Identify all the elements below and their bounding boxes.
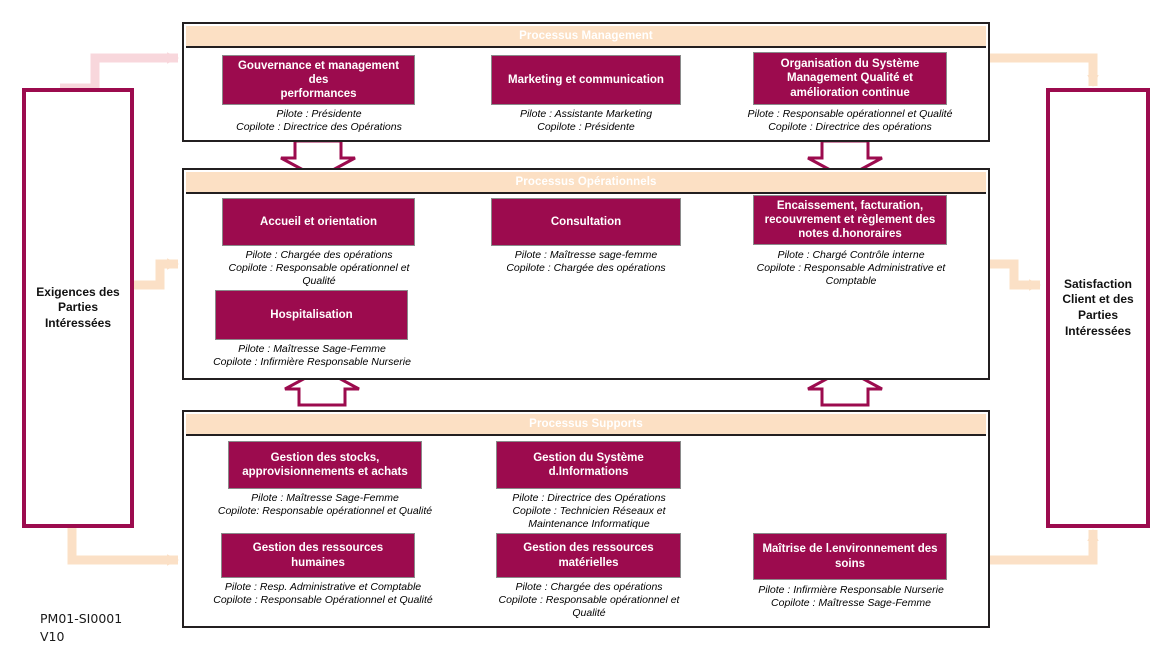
pilote-marketing: Pilote : Assistante Marketing	[519, 108, 653, 120]
copilote-osmq: Copilote : Directrice des opérations	[768, 121, 932, 134]
pilote-encaissement: Pilote : Chargé Contrôle interne	[777, 249, 925, 261]
pilote-rh: Pilote : Resp. Administrative et Comptab…	[224, 581, 422, 593]
caption-rh: Pilote : Resp. Administrative et Comptab…	[212, 581, 434, 607]
copilote-rh: Copilote : Responsable Opérationnel et Q…	[213, 594, 433, 607]
flow-arrow-supports-to-right	[988, 529, 1099, 565]
caption-osmq: Pilote : Responsable opérationnel et Qua…	[730, 108, 970, 134]
flow-arrow-left-to-management	[60, 52, 179, 93]
process-box-stocks[interactable]: Gestion des stocks, approvisionnements e…	[228, 441, 422, 489]
panel-title-management: Processus Management	[519, 30, 653, 42]
exigences-line-3: Intéressées	[44, 315, 112, 330]
pilote-environnement-soins: Pilote : Infirmière Responsable Nurserie	[758, 584, 944, 596]
flow-arrow-left-to-operationnels	[132, 258, 179, 290]
process-title-osmq: Organisation du Système Management Quali…	[780, 58, 920, 99]
panel-title-operationnels: Processus Opérationnels	[515, 176, 657, 188]
caption-systeme-info: Pilote : Directrice des Opérations Copil…	[489, 492, 689, 531]
process-title-hospitalisation: Hospitalisation	[270, 308, 353, 321]
copilote-consultation: Copilote : Chargée des opérations	[506, 262, 666, 275]
copilote-hospitalisation: Copilote : Infirmière Responsable Nurser…	[213, 356, 411, 369]
exigences-label: Exigences des Parties Intéressées	[36, 285, 119, 332]
pilote-stocks: Pilote : Maîtresse Sage-Femme	[251, 492, 399, 504]
panel-header-management: Processus Management	[186, 26, 986, 48]
copilote-systeme-info: Copilote : Technicien Réseaux et Mainten…	[512, 505, 666, 531]
document-reference: PM01-SI0001 V10	[40, 610, 122, 646]
pilote-hospitalisation: Pilote : Maîtresse Sage-Femme	[238, 343, 386, 355]
copilote-accueil: Copilote : Responsable opérationnel et Q…	[228, 262, 410, 288]
caption-encaissement: Pilote : Chargé Contrôle interne Copilot…	[742, 249, 960, 288]
exigences-line-1: Exigences des	[36, 284, 120, 299]
flow-arrow-left-to-supports	[67, 528, 179, 566]
process-box-ressources-materielles[interactable]: Gestion des ressources matérielles	[496, 533, 681, 578]
caption-hospitalisation: Pilote : Maîtresse Sage-Femme Copilote :…	[212, 343, 412, 369]
caption-gouvernance: Pilote : Présidente Copilote : Directric…	[200, 108, 438, 134]
satisfaction-client-box: Satisfaction Client et des Parties Intér…	[1046, 88, 1150, 528]
copilote-ressources-materielles: Copilote : Responsable opérationnel et Q…	[498, 594, 680, 620]
process-box-environnement-soins[interactable]: Maîtrise de l.environnement des soins	[753, 533, 947, 580]
panel-header-operationnels: Processus Opérationnels	[186, 172, 986, 194]
panel-header-supports: Processus Supports	[186, 414, 986, 436]
exigences-parties-interessees-box: Exigences des Parties Intéressées	[22, 88, 134, 528]
process-title-accueil: Accueil et orientation	[260, 215, 377, 228]
process-title-consultation: Consultation	[550, 215, 622, 228]
pilote-gouvernance: Pilote : Présidente	[276, 108, 362, 120]
satisfaction-line-1: Satisfaction	[1063, 276, 1132, 291]
process-box-accueil[interactable]: Accueil et orientation	[222, 198, 415, 246]
pilote-osmq: Pilote : Responsable opérationnel et Qua…	[747, 108, 953, 120]
copilote-stocks: Copilote: Responsable opérationnel et Qu…	[217, 505, 433, 518]
process-title-rh: Gestion des ressources humaines	[252, 542, 384, 569]
caption-stocks: Pilote : Maîtresse Sage-Femme Copilote: …	[214, 492, 436, 518]
panel-title-supports: Processus Supports	[529, 418, 643, 430]
copilote-marketing: Copilote : Présidente	[537, 121, 635, 134]
document-reference-code: PM01-SI0001	[40, 611, 123, 626]
caption-marketing: Pilote : Assistante Marketing Copilote :…	[486, 108, 686, 134]
process-title-marketing: Marketing et communication	[508, 73, 664, 86]
process-box-consultation[interactable]: Consultation	[491, 198, 681, 246]
flow-arrow-operationnels-to-right	[988, 259, 1041, 291]
process-title-stocks: Gestion des stocks, approvisionnements e…	[242, 451, 408, 478]
exigences-line-2: Parties	[57, 300, 98, 315]
flow-arrow-management-to-right	[986, 53, 1099, 87]
process-title-systeme-info: Gestion du Système d.Informations	[533, 451, 644, 478]
process-title-environnement-soins: Maîtrise de l.environnement des soins	[762, 543, 938, 570]
caption-consultation: Pilote : Maîtresse sage-femme Copilote :…	[486, 249, 686, 275]
process-box-systeme-info[interactable]: Gestion du Système d.Informations	[496, 441, 681, 489]
copilote-environnement-soins: Copilote : Maîtresse Sage-Femme	[771, 597, 931, 610]
pilote-systeme-info: Pilote : Directrice des Opérations	[512, 492, 666, 504]
caption-accueil: Pilote : Chargée des opérations Copilote…	[215, 249, 423, 288]
process-title-encaissement: Encaissement, facturation, recouvrement …	[764, 199, 936, 240]
copilote-gouvernance: Copilote : Directrice des Opérations	[236, 121, 402, 134]
process-box-osmq[interactable]: Organisation du Système Management Quali…	[753, 52, 947, 105]
document-version: V10	[40, 629, 65, 645]
process-box-gouvernance[interactable]: Gouvernance et management des performanc…	[222, 55, 415, 105]
caption-environnement-soins: Pilote : Infirmière Responsable Nurserie…	[740, 584, 962, 610]
process-box-encaissement[interactable]: Encaissement, facturation, recouvrement …	[753, 195, 947, 245]
copilote-encaissement: Copilote : Responsable Administrative et…	[756, 262, 946, 288]
pilote-ressources-materielles: Pilote : Chargée des opérations	[515, 581, 663, 593]
process-title-gouvernance: Gouvernance et management des performanc…	[237, 59, 400, 100]
process-box-hospitalisation[interactable]: Hospitalisation	[215, 290, 408, 340]
caption-ressources-materielles: Pilote : Chargée des opérations Copilote…	[487, 581, 691, 620]
satisfaction-label: Satisfaction Client et des Parties Intér…	[1062, 277, 1133, 339]
process-title-ressources-materielles: Gestion des ressources matérielles	[523, 542, 654, 569]
satisfaction-line-3: Parties	[1077, 308, 1118, 322]
pilote-consultation: Pilote : Maîtresse sage-femme	[514, 249, 658, 261]
satisfaction-line-2: Client et des	[1062, 292, 1134, 307]
process-box-marketing[interactable]: Marketing et communication	[491, 55, 681, 105]
process-box-rh[interactable]: Gestion des ressources humaines	[221, 533, 415, 578]
pilote-accueil: Pilote : Chargée des opérations	[245, 249, 393, 261]
satisfaction-line-4: Intéressées	[1064, 323, 1132, 338]
